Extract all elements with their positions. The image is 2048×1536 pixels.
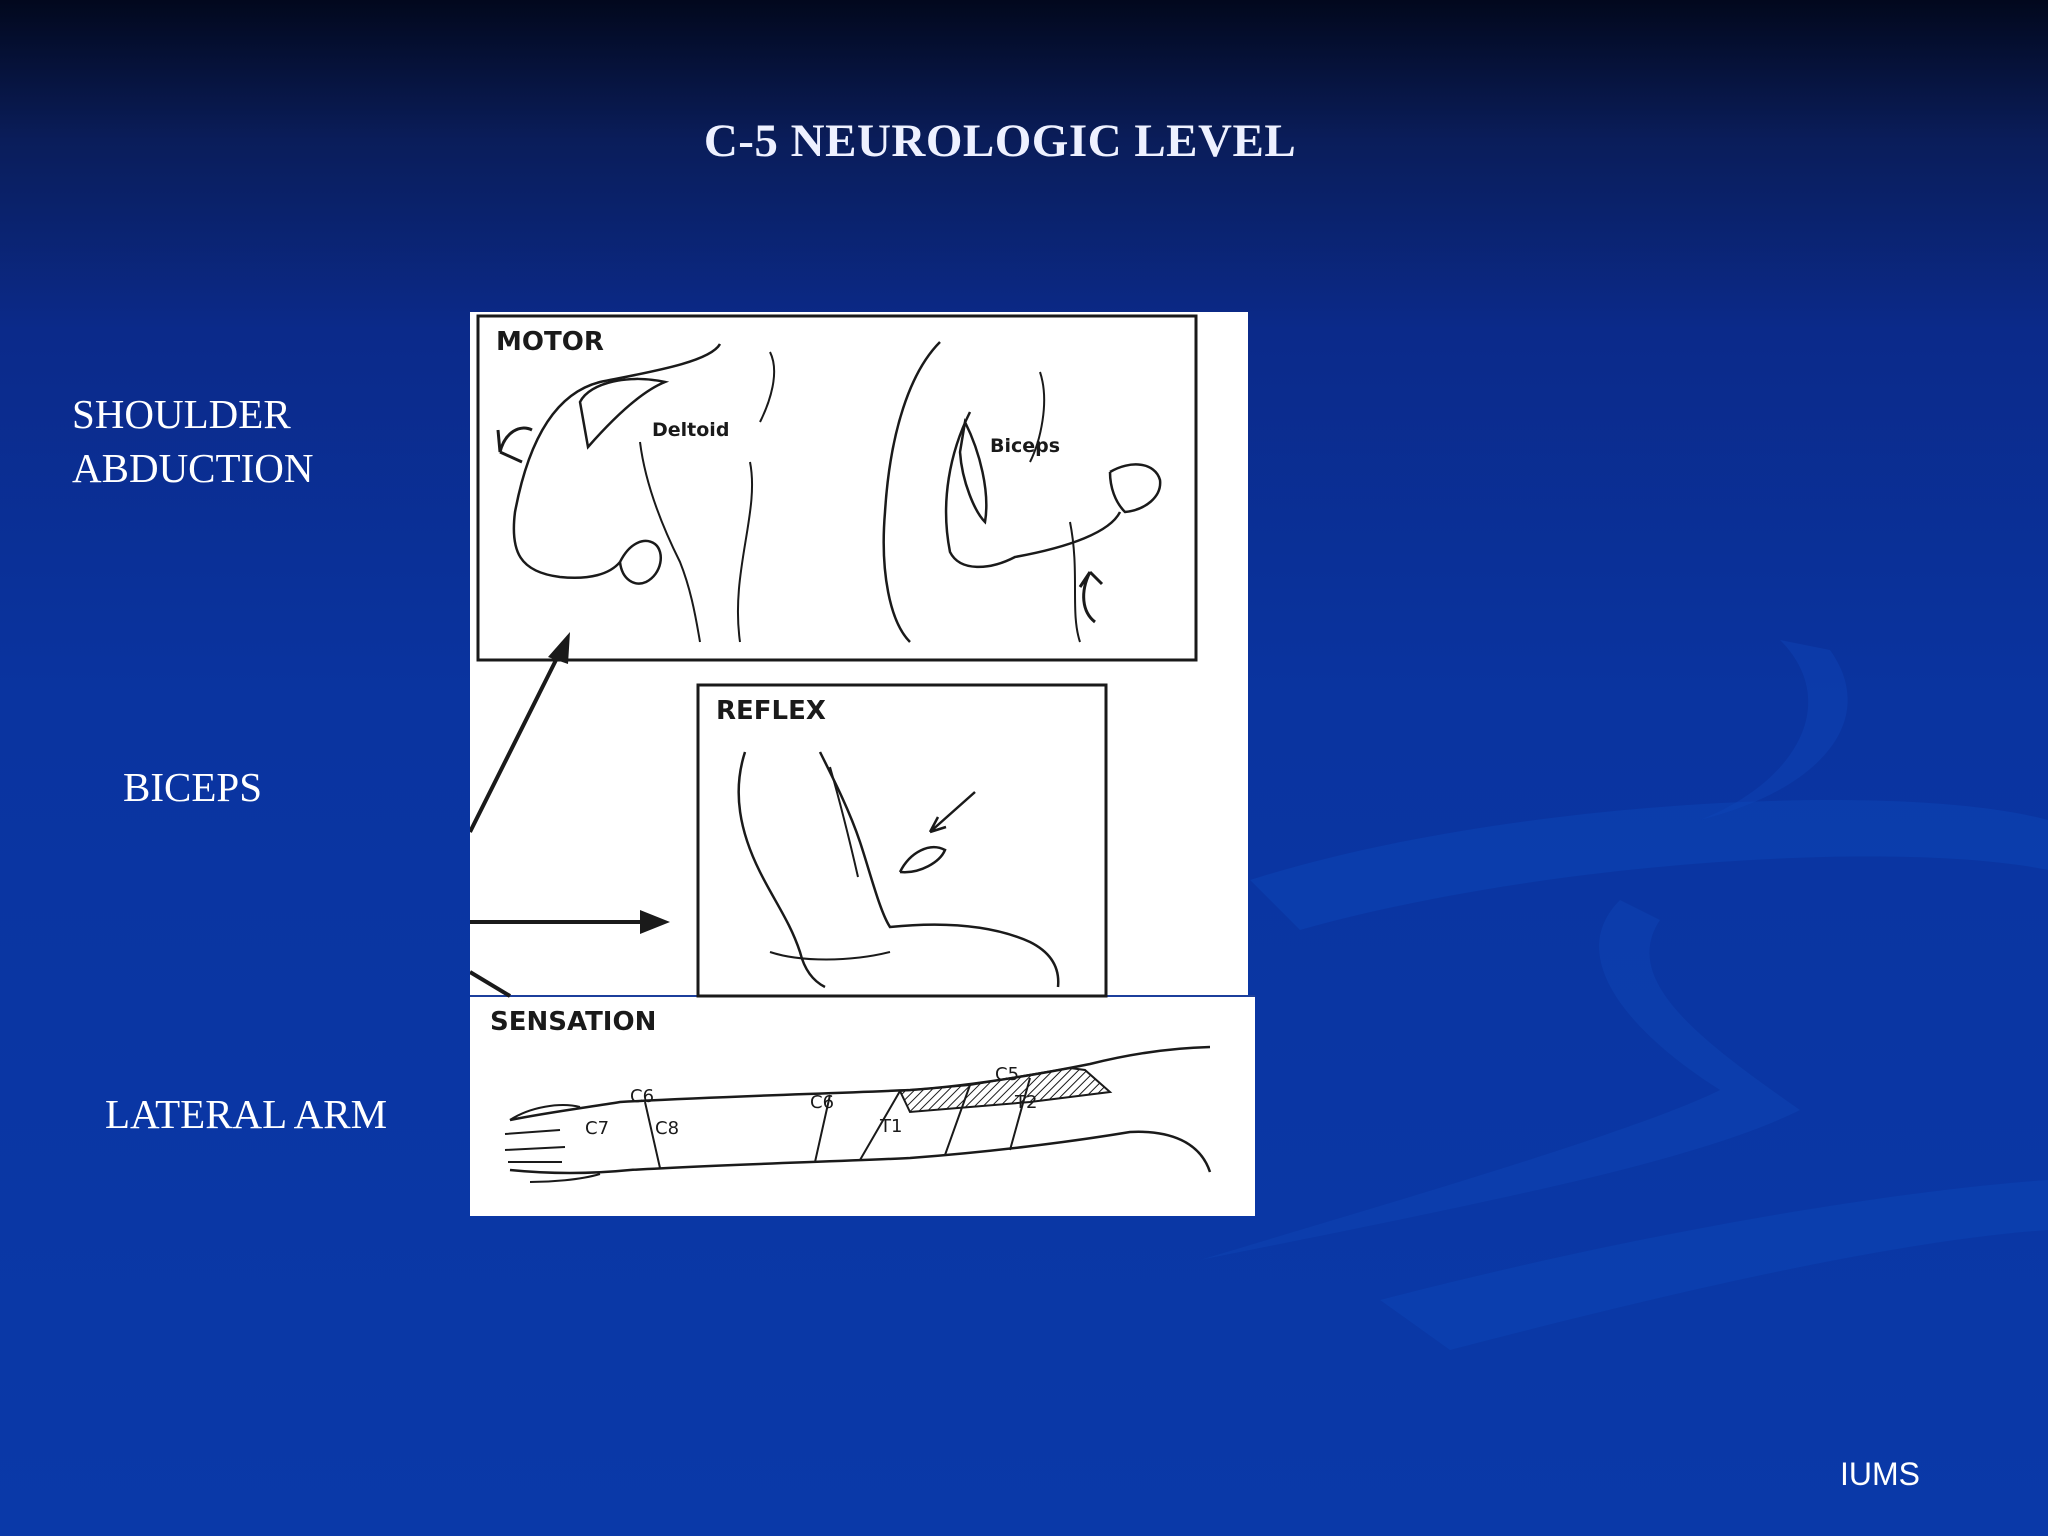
motor-heading: MOTOR	[496, 327, 604, 357]
flexion-arrow-icon	[1078, 570, 1104, 624]
deltoid-muscle-icon	[578, 377, 670, 450]
abduction-arrow-icon	[496, 426, 533, 464]
sensation-panel: SENSATION C6 C7 C8 C6 T1 C5 T2	[490, 1007, 1212, 1183]
dermatome-label: C5	[995, 1064, 1019, 1085]
shoulder-abduction-label: SHOULDER ABDUCTION	[72, 387, 313, 495]
dermatome-label: C6	[630, 1086, 654, 1107]
shoulder-label-line1: SHOULDER	[72, 391, 291, 437]
arrow-right-icon	[640, 910, 670, 934]
deltoid-label: Deltoid	[652, 419, 729, 441]
dermatome-label: C7	[585, 1118, 609, 1139]
reflex-hammer-icon	[898, 846, 947, 874]
dermatome-label: C8	[655, 1118, 679, 1139]
dermatome-label: T1	[879, 1116, 902, 1137]
c5-dermatome-region	[898, 1066, 1113, 1114]
arrow-up-icon	[548, 632, 570, 664]
motor-panel: MOTOR Deltoid Biceps	[476, 314, 1198, 662]
shoulder-label-line2: ABDUCTION	[72, 445, 314, 491]
dermatome-label: T2	[1014, 1092, 1037, 1113]
reflex-panel: REFLEX	[696, 683, 1108, 998]
reflex-heading: REFLEX	[716, 696, 826, 726]
footer-credit: IUMS	[1840, 1456, 1920, 1492]
pointer-arrows	[470, 632, 670, 998]
biceps-label: BICEPS	[123, 764, 262, 810]
biceps-muscle-icon	[958, 418, 988, 525]
biceps-muscle-label: Biceps	[990, 435, 1060, 457]
lateral-arm-label: LATERAL ARM	[105, 1091, 388, 1137]
c5-examination-figure: MOTOR Deltoid Biceps REFLEX	[470, 312, 1255, 1216]
tap-arrow-icon	[928, 791, 976, 834]
sensation-heading: SENSATION	[490, 1007, 656, 1037]
dermatome-label: C6	[810, 1092, 834, 1113]
slide-title: C-5 NEUROLOGIC LEVEL	[703, 115, 1297, 167]
